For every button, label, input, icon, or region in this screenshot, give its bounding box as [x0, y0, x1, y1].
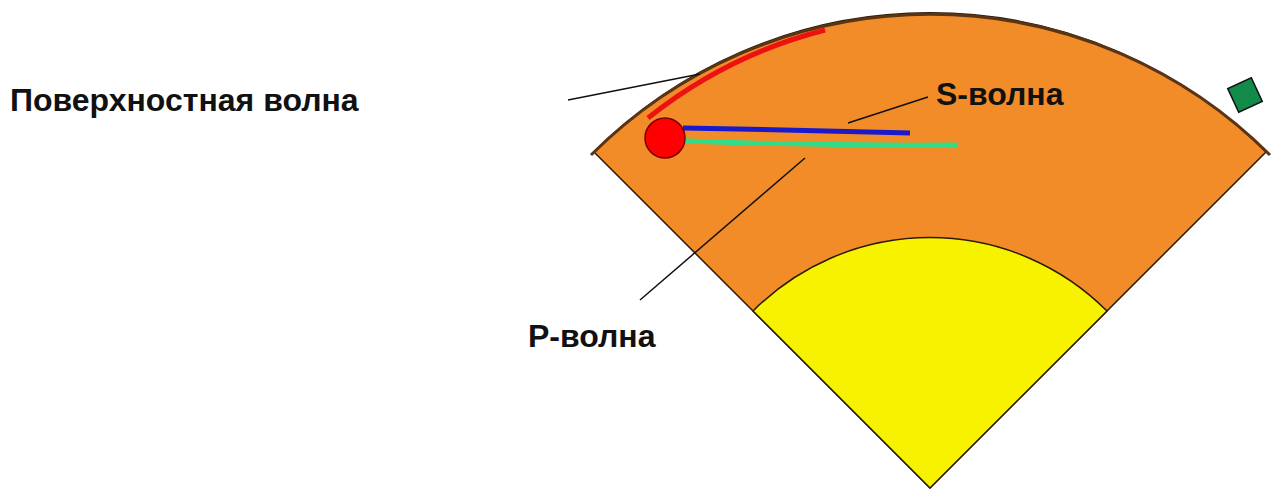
- s-wave-path: [683, 128, 910, 133]
- crust-outline: [591, 14, 1270, 155]
- seismic-station: [1228, 78, 1263, 113]
- hypocenter: [645, 118, 685, 158]
- mantle-wedge: [594, 13, 1266, 488]
- core-sector: [753, 238, 1107, 488]
- wave-label: P-волна: [528, 318, 655, 354]
- wave-label: Поверхностная волна: [10, 82, 359, 118]
- p-wave-path: [686, 141, 958, 145]
- surface-wave-path: [648, 30, 825, 118]
- leader-line: [568, 74, 700, 100]
- leader-line: [848, 97, 928, 123]
- wave-label: S-волна: [936, 76, 1063, 112]
- leader-line: [640, 158, 805, 300]
